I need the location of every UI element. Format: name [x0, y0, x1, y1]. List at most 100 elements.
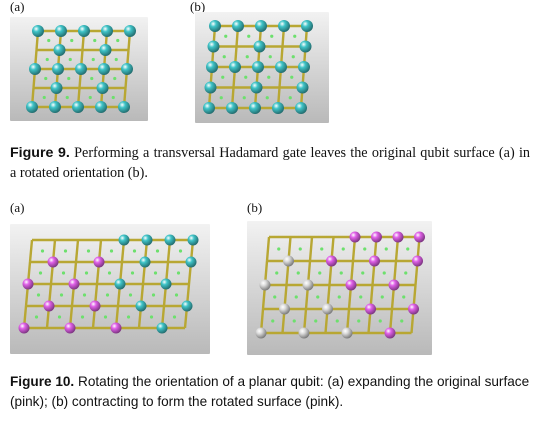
- qubit-sphere: [53, 44, 66, 56]
- syndrome-dot: [268, 55, 272, 59]
- syndrome-dot: [292, 319, 296, 323]
- qubit-sphere: [272, 102, 284, 114]
- qubit-sphere: [259, 279, 271, 291]
- syndrome-dot: [44, 76, 48, 81]
- syndrome-dot: [34, 315, 39, 319]
- figure10-caption: Figure 10. Rotating the orientation of a…: [10, 372, 530, 412]
- syndrome-dot: [273, 295, 277, 299]
- qubit-sphere: [384, 327, 396, 339]
- qubit-sphere: [164, 234, 176, 246]
- qubit-sphere: [32, 25, 44, 37]
- syndrome-dot: [36, 293, 41, 297]
- syndrome-dot: [45, 57, 49, 62]
- qubit-sphere: [369, 255, 380, 267]
- qubit-sphere: [365, 303, 376, 315]
- qubit-sphere: [18, 322, 30, 334]
- figure9-caption: Figure 9. Performing a transversal Hadam…: [10, 143, 530, 183]
- syndrome-dot: [406, 247, 410, 251]
- qubit-sphere: [253, 40, 266, 53]
- qubit-sphere: [135, 300, 147, 312]
- qubit-sphere: [29, 63, 41, 75]
- qubit-sphere: [124, 25, 136, 37]
- qubit-sphere: [322, 303, 333, 315]
- syndrome-dot: [38, 271, 43, 275]
- figure9-caption-text: Performing a transversal Hadamard gate l…: [10, 145, 530, 181]
- syndrome-dot: [339, 271, 343, 275]
- qubit-sphere: [121, 63, 133, 75]
- qubit-sphere: [412, 255, 423, 267]
- qubit-sphere: [229, 61, 241, 73]
- qubit-sphere: [232, 20, 244, 32]
- syndrome-dot: [93, 38, 97, 43]
- syndrome-dot: [63, 249, 68, 253]
- syndrome-dot: [86, 249, 91, 253]
- qubit-sphere: [301, 20, 313, 32]
- fig9-panel-b-label: (b): [190, 0, 206, 14]
- fig9-panel-a: [10, 17, 148, 121]
- syndrome-dot: [82, 293, 87, 297]
- syndrome-dot: [265, 96, 269, 100]
- qubit-sphere: [114, 278, 126, 290]
- qubit-sphere: [89, 300, 101, 312]
- figure10-caption-label: Figure 10.: [10, 374, 75, 389]
- panel-background: [10, 224, 210, 354]
- qubit-sphere: [72, 101, 84, 113]
- syndrome-dot: [222, 55, 226, 59]
- syndrome-dot: [59, 293, 64, 297]
- syndrome-dot: [126, 315, 131, 319]
- syndrome-dot: [172, 315, 177, 319]
- syndrome-dot: [153, 271, 158, 275]
- syndrome-dot: [128, 293, 133, 297]
- syndrome-dot: [267, 75, 271, 79]
- syndrome-dot: [359, 295, 363, 299]
- qubit-sphere: [139, 256, 151, 268]
- qubit-sphere: [209, 20, 221, 32]
- syndrome-dot: [178, 249, 183, 253]
- syndrome-dot: [318, 271, 322, 275]
- syndrome-dot: [335, 319, 339, 323]
- qubit-sphere: [101, 25, 113, 37]
- qubit-sphere: [55, 25, 67, 37]
- syndrome-dot: [105, 293, 110, 297]
- syndrome-dot: [337, 295, 341, 299]
- syndrome-dot: [91, 57, 95, 62]
- syndrome-dot: [357, 319, 361, 323]
- qubit-sphere: [187, 234, 199, 246]
- qubit-sphere: [203, 102, 215, 114]
- syndrome-dot: [320, 247, 324, 251]
- qubit-sphere: [255, 327, 267, 339]
- qubit-sphere: [68, 278, 80, 290]
- syndrome-dot: [155, 249, 160, 253]
- qubit-sphere: [50, 82, 63, 94]
- fig10-panel-b-label: (b): [247, 200, 263, 215]
- qubit-sphere: [95, 101, 107, 113]
- syndrome-dot: [271, 319, 275, 323]
- fig10-panel-b: [247, 221, 432, 355]
- syndrome-dot: [316, 295, 320, 299]
- syndrome-dot: [116, 38, 120, 43]
- qubit-sphere: [156, 322, 168, 334]
- qubit-sphere: [181, 300, 193, 312]
- syndrome-dot: [290, 75, 294, 79]
- syndrome-dot: [298, 247, 302, 251]
- qubit-sphere: [49, 101, 61, 113]
- qubit-sphere: [252, 61, 264, 73]
- qubit-sphere: [408, 303, 419, 315]
- syndrome-dot: [40, 249, 45, 253]
- figure9-caption-label: Figure 9.: [10, 145, 70, 161]
- syndrome-dot: [47, 38, 51, 43]
- panel-background: [247, 221, 432, 355]
- fig10-panel-a: [10, 224, 210, 354]
- qubit-sphere: [295, 102, 307, 114]
- qubit-sphere: [392, 231, 404, 243]
- qubit-sphere: [99, 44, 112, 56]
- qubit-sphere: [302, 279, 314, 291]
- qubit-sphere: [141, 234, 153, 246]
- figure10-caption-text: Rotating the orientation of a planar qub…: [10, 374, 530, 409]
- fig10-lattice-a: [10, 224, 210, 354]
- qubit-sphere: [93, 256, 105, 268]
- qubit-sphere: [118, 101, 130, 113]
- syndrome-dot: [293, 34, 297, 38]
- syndrome-dot: [61, 271, 66, 275]
- qubit-sphere: [206, 61, 218, 73]
